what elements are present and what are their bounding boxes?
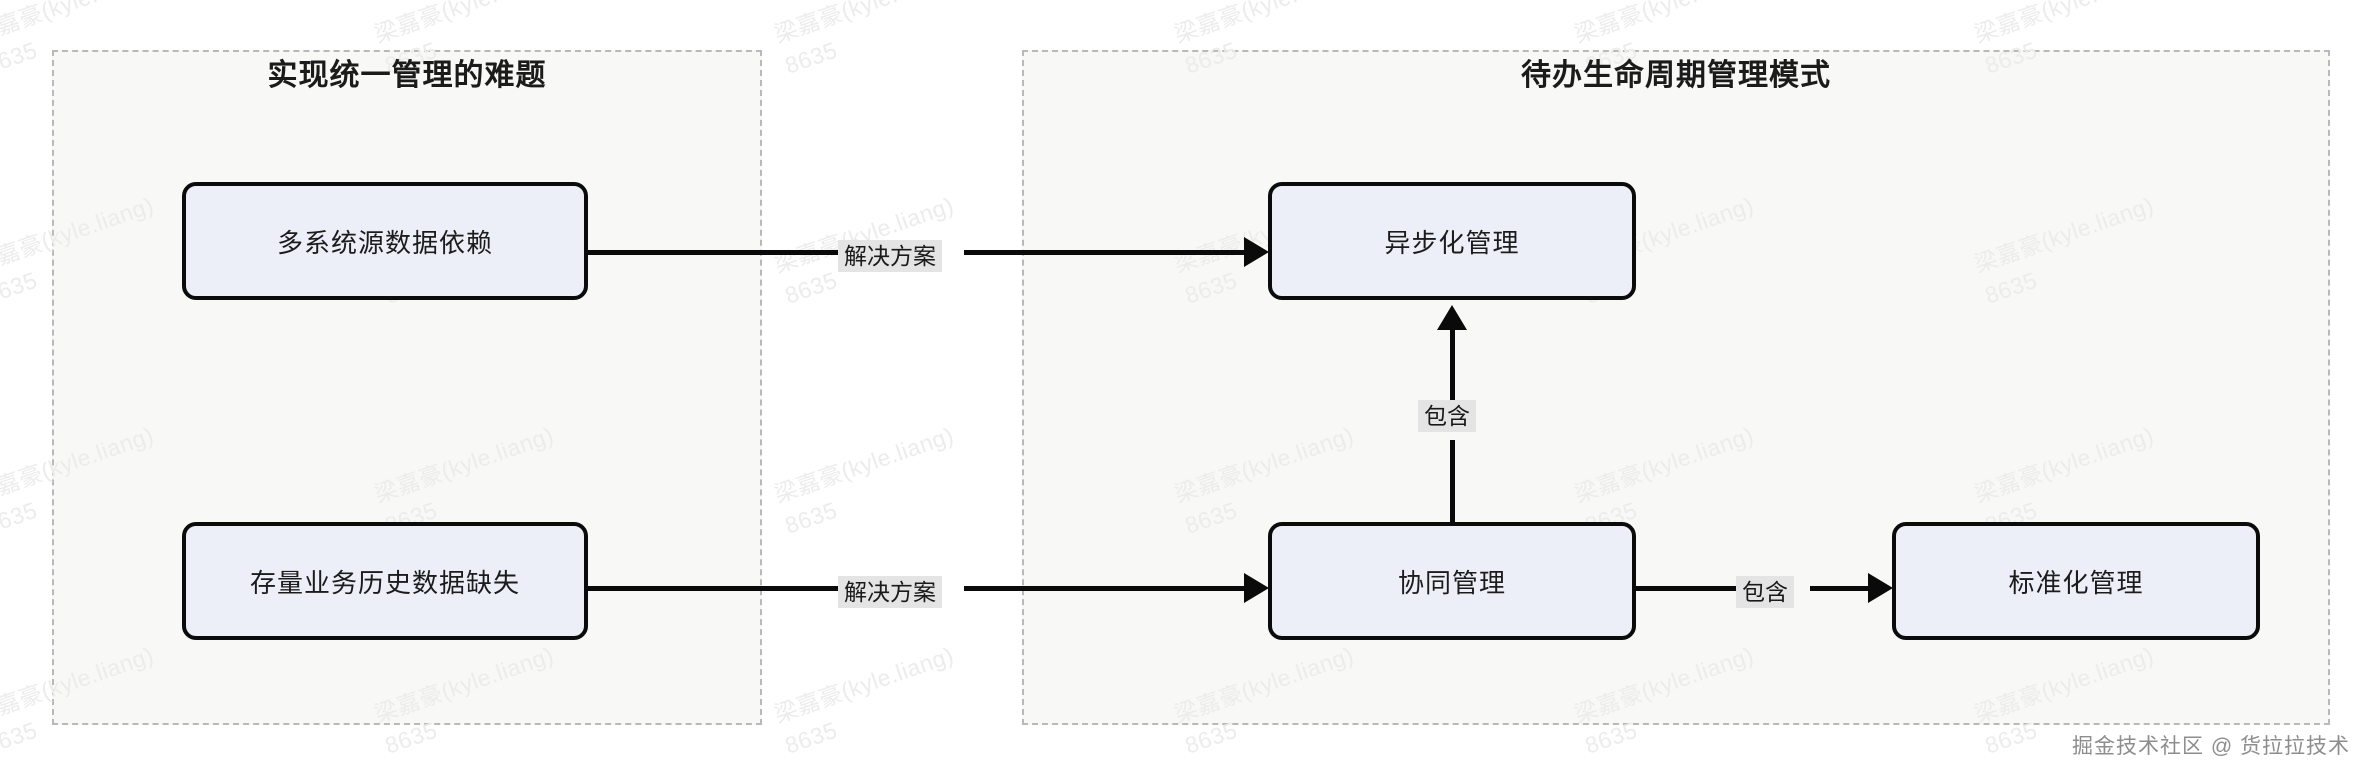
node-collab-mgmt-label: 协同管理	[1397, 567, 1506, 598]
watermark-tile: 梁嘉豪(kyle.liang)8635	[770, 639, 969, 763]
node-collab-mgmt[interactable]: 协同管理	[1268, 522, 1636, 640]
edge-contains-vertical-line-upper	[1450, 328, 1455, 400]
edge-solution-bottom-line-right	[964, 586, 1244, 591]
panel-problems-title: 实现统一管理的难题	[267, 59, 547, 92]
panel-lifecycle-title: 待办生命周期管理模式	[1521, 59, 1831, 92]
edge-contains-horizontal-line-left	[1636, 586, 1736, 591]
edge-contains-horizontal-line-right	[1810, 586, 1868, 591]
node-legacy-data-miss[interactable]: 存量业务历史数据缺失	[182, 522, 588, 640]
watermark-line2: 8635	[781, 717, 841, 759]
footer-attribution: 掘金技术社区 @ 货拉拉技术	[2072, 735, 2350, 758]
edge-contains-horizontal-label: 包含	[1736, 576, 1794, 609]
node-legacy-data-miss-label: 存量业务历史数据缺失	[249, 567, 520, 598]
edge-solution-bottom-arrowhead-icon	[1244, 573, 1269, 603]
watermark-line1: 梁嘉豪(kyle.liang)	[770, 421, 957, 508]
watermark-line1: 梁嘉豪(kyle.liang)	[1570, 0, 1757, 48]
edge-solution-top-label: 解决方案	[838, 240, 942, 273]
edge-solution-bottom-label: 解决方案	[838, 576, 942, 609]
watermark-tile: 梁嘉豪(kyle.liang)8635	[770, 419, 969, 543]
node-multi-source-dep-label: 多系统源数据依赖	[276, 227, 493, 258]
watermark-line2: 8635	[781, 497, 841, 539]
watermark-line1: 梁嘉豪(kyle.liang)	[370, 0, 557, 48]
edge-solution-top-line-right	[964, 250, 1244, 255]
edge-solution-top-line-left	[588, 250, 838, 255]
node-multi-source-dep[interactable]: 多系统源数据依赖	[182, 182, 588, 300]
node-standard-mgmt-label: 标准化管理	[2008, 567, 2144, 598]
edge-contains-vertical-label: 包含	[1418, 400, 1476, 433]
node-async-mgmt[interactable]: 异步化管理	[1268, 182, 1636, 300]
watermark-line1: 梁嘉豪(kyle.liang)	[1970, 0, 2157, 48]
edge-contains-vertical-line-lower	[1450, 440, 1455, 526]
watermark-line1: 梁嘉豪(kyle.liang)	[770, 641, 957, 728]
edge-solution-top-arrowhead-icon	[1244, 237, 1269, 267]
edge-solution-bottom-line-left	[588, 586, 838, 591]
watermark-line1: 梁嘉豪(kyle.liang)	[1170, 0, 1357, 48]
edge-contains-vertical-arrowhead-icon	[1437, 305, 1467, 330]
node-standard-mgmt[interactable]: 标准化管理	[1892, 522, 2260, 640]
watermark-line2: 8635	[781, 37, 841, 79]
node-async-mgmt-label: 异步化管理	[1384, 227, 1520, 258]
watermark-line1: 梁嘉豪(kyle.liang)	[0, 0, 157, 48]
watermark-line1: 梁嘉豪(kyle.liang)	[770, 0, 957, 48]
edge-contains-horizontal-arrowhead-icon	[1868, 573, 1893, 603]
watermark-tile: 梁嘉豪(kyle.liang)8635	[770, 0, 969, 83]
